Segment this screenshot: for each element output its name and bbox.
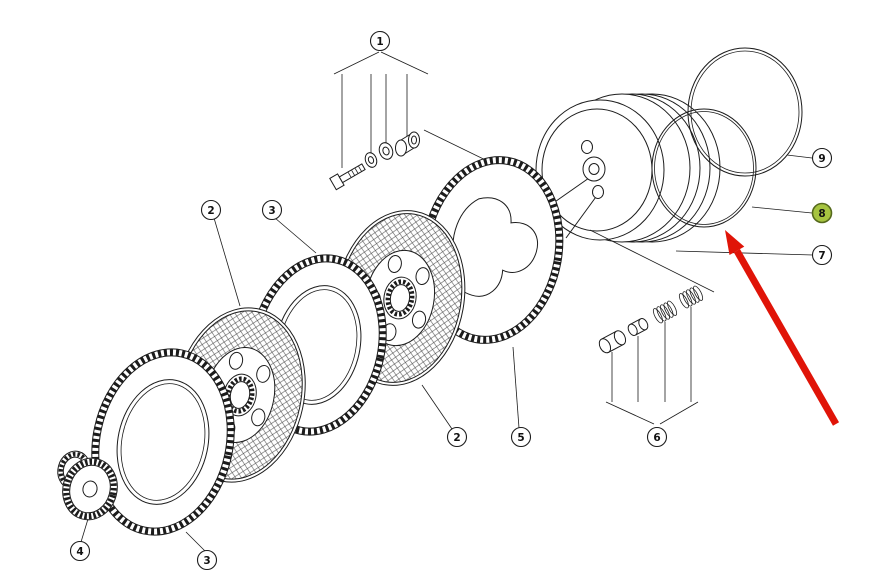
callout-9[interactable]: 9	[811, 147, 833, 169]
callout-circle[interactable]	[811, 147, 833, 169]
callout-label: 6	[653, 432, 660, 444]
sun-gear-4	[57, 450, 118, 521]
callout-5[interactable]: 5	[510, 426, 532, 448]
axis-line-lower	[589, 229, 715, 293]
ring-gear-3a	[91, 348, 235, 536]
callout-label: 1	[376, 36, 383, 48]
callout-circle[interactable]	[646, 426, 668, 448]
coil-spring-outer	[678, 285, 704, 309]
callout-1[interactable]: 1	[369, 30, 391, 52]
callout-label: 4	[76, 546, 83, 558]
fastener-set-1	[329, 51, 579, 206]
callout-label: 9	[818, 153, 825, 165]
callout-circle[interactable]	[200, 199, 222, 221]
callout-label: 5	[517, 432, 524, 444]
callout-label: 3	[203, 555, 210, 567]
callout-circle[interactable]	[811, 244, 833, 266]
callout-6[interactable]: 6	[646, 426, 668, 448]
callout-7[interactable]: 7	[811, 244, 833, 266]
coil-spring-inner	[652, 300, 678, 324]
callout-label: 3	[268, 205, 275, 217]
clutch-drum	[535, 93, 721, 243]
pin-small	[627, 318, 649, 336]
ring-9	[687, 47, 803, 177]
callout-balloons: 1 2 3 4 3 2 5 6 7 8 9	[69, 30, 833, 571]
callout-3-bottom[interactable]: 3	[196, 549, 218, 571]
callout-label: 8	[818, 208, 825, 220]
pin-large	[598, 330, 627, 354]
callout-circle[interactable]	[196, 549, 218, 571]
seal-ring-8	[651, 108, 757, 228]
callout-2-bottom[interactable]: 2	[446, 426, 468, 448]
callout-circle[interactable]	[446, 426, 468, 448]
callout-circle[interactable]	[69, 540, 91, 562]
callout-3-top[interactable]: 3	[261, 199, 283, 221]
callout-4[interactable]: 4	[69, 540, 91, 562]
callout-circle[interactable]	[261, 199, 283, 221]
callout-8[interactable]: 8	[811, 202, 833, 224]
washer-small	[364, 152, 378, 168]
callout-2-top[interactable]: 2	[200, 199, 222, 221]
callout-circle-highlighted[interactable]	[811, 202, 833, 224]
callout-circle[interactable]	[369, 30, 391, 52]
arrowhead	[725, 230, 745, 255]
pointer-arrow	[725, 230, 840, 426]
leader-lines	[80, 154, 814, 552]
bushing	[395, 131, 420, 157]
callout-circle[interactable]	[510, 426, 532, 448]
callout-label: 2	[207, 205, 214, 217]
washer-large	[378, 142, 394, 160]
pin-spring-set-6	[589, 229, 715, 425]
callout-label: 2	[453, 432, 460, 444]
bolt	[329, 163, 366, 191]
callout-label: 7	[818, 250, 825, 262]
